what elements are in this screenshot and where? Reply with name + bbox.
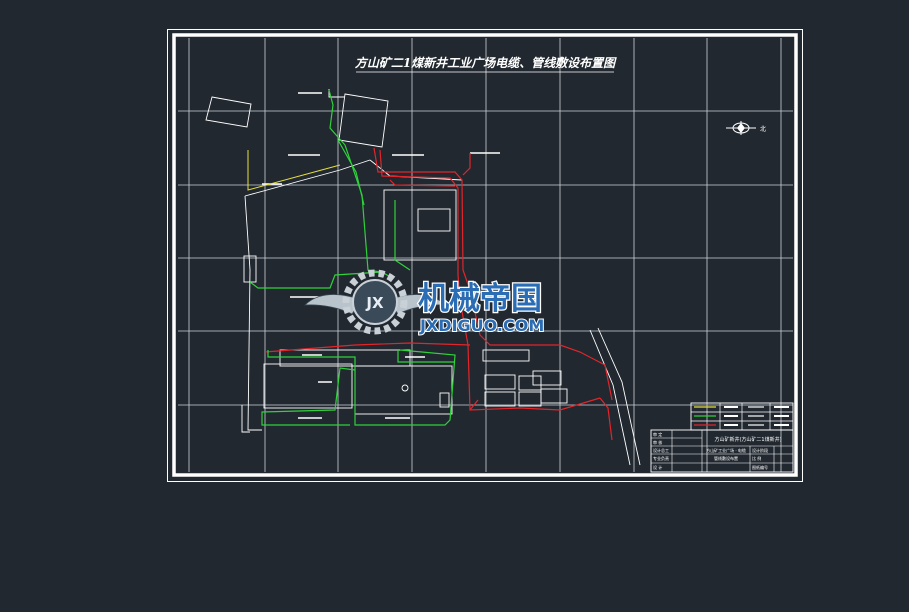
north-arrow-icon [726, 121, 756, 135]
building-outline [484, 391, 516, 407]
rail-track [589, 329, 631, 466]
title-block-label: 审 定 [653, 431, 662, 437]
rail-track [597, 327, 641, 466]
building-outline [338, 93, 389, 148]
watermark-badge: JX [365, 294, 384, 312]
building-outline [518, 375, 542, 391]
title-block-project: 方山矿新井(方山矿二1煤新井) [714, 436, 781, 443]
sheet-outer-border [167, 29, 803, 482]
building-outline [482, 349, 530, 362]
building-outline [279, 349, 411, 367]
building-outline [484, 374, 516, 390]
title-block: 审 定 审 核 设计总工 专业负责 设 计 方山矿新井(方山矿二1煤新井) 方山… [650, 429, 794, 473]
legend-table [690, 402, 794, 431]
well-marker [401, 384, 409, 392]
title-block-field: 比 例 [752, 455, 761, 461]
site-boundary [244, 195, 262, 431]
building-outline [540, 388, 568, 404]
drawing-title: 方山矿二1煤新井工业广场电缆、管线敷设布置图 [354, 56, 617, 70]
watermark-logo: JX 机械帝国 JXDIGUO.COM [303, 269, 545, 336]
title-block-label: 设 计 [653, 464, 662, 470]
building-outline [328, 89, 345, 98]
north-label: 北 [760, 125, 766, 133]
cable-routes [264, 147, 613, 441]
watermark-latin: JXDIGUO.COM [419, 316, 544, 335]
building-outline [417, 208, 451, 232]
water-line [247, 150, 341, 191]
gear-icon [342, 269, 408, 335]
pipe-routes [249, 89, 456, 426]
title-block-label: 审 核 [653, 439, 662, 445]
site-boundary [244, 159, 371, 197]
building-outline [354, 365, 453, 415]
watermark-chinese: 机械帝国 [418, 281, 542, 317]
coordinate-grid [178, 38, 793, 472]
building-outline [439, 392, 450, 408]
building-outline [383, 189, 457, 261]
title-block-field: 设计阶段 [752, 447, 768, 453]
building-outline [518, 391, 542, 407]
site-plan [205, 89, 641, 466]
title-block-label: 专业负责 [653, 455, 669, 461]
title-block-info: 管线敷设布置 [714, 455, 738, 461]
label-leaders [262, 92, 500, 419]
building-outline [241, 405, 250, 433]
building-outline [532, 370, 562, 386]
title-block-info: 方山矿工业广场 · 电缆 [706, 447, 746, 453]
sheet-inner-frame [172, 33, 798, 477]
title-block-field: 图纸编号 [752, 464, 768, 470]
building-outline [263, 363, 353, 409]
title-block-label: 设计总工 [653, 447, 669, 453]
building-outline [205, 96, 252, 128]
wing-right-icon [387, 294, 447, 315]
gear-hub [352, 279, 398, 325]
